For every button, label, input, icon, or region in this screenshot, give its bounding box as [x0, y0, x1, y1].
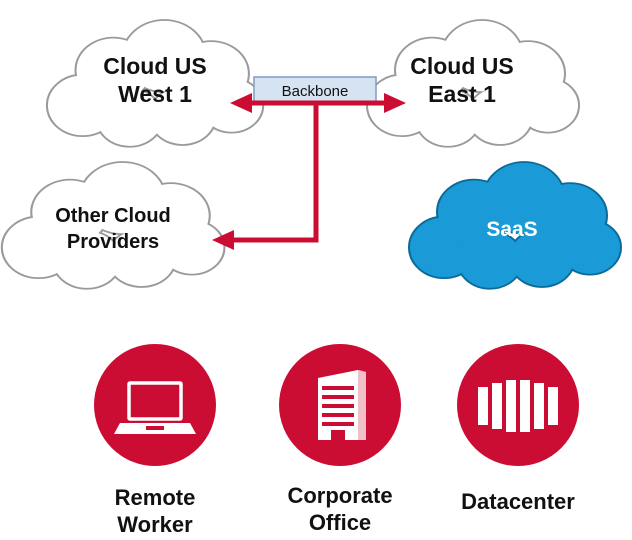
laptop-icon: [114, 381, 196, 434]
site-corporate-office: [279, 344, 401, 466]
backbone-label: Backbone: [282, 83, 349, 100]
cloud-other-line2: Providers: [67, 231, 159, 253]
cloud-us-west: Cloud US West 1: [48, 21, 262, 146]
cloud-us-east-line1: Cloud US: [410, 53, 514, 79]
site-label-datacenter: Datacenter: [433, 488, 603, 515]
site-datacenter: [457, 344, 579, 466]
site-label-line1: Corporate: [287, 483, 393, 508]
cloud-us-east-line2: East 1: [428, 81, 496, 107]
site-label-line2: Office: [308, 510, 372, 535]
site-label-remote-worker: Remote Worker: [70, 484, 240, 538]
connector-lines: [232, 100, 385, 243]
cloud-us-west-line1: Cloud US: [103, 53, 207, 79]
office-building-icon: [318, 370, 366, 440]
branch-line: [232, 103, 319, 243]
saas-label: SaaS: [486, 218, 537, 241]
cloud-us-west-line2: West 1: [118, 81, 192, 107]
cloud-us-east: Cloud US East 1: [366, 18, 580, 148]
datacenter-icon: [478, 380, 558, 432]
site-label-line2: Worker: [117, 512, 193, 537]
site-remote-worker: [94, 344, 216, 466]
arrow-west: [230, 93, 252, 113]
site-label-corporate-office: Corporate Office: [255, 482, 425, 536]
backbone: Backbone: [253, 76, 377, 104]
cloud-other-line1: Other Cloud: [55, 205, 171, 227]
cloud-saas: SaaS: [408, 160, 622, 290]
arrow-other: [212, 230, 234, 250]
site-label-line1: Remote: [114, 485, 196, 510]
arrow-east: [384, 93, 406, 113]
site-label-line1: Datacenter: [461, 489, 575, 514]
cloud-other-providers: Other Cloud Providers: [3, 163, 223, 288]
